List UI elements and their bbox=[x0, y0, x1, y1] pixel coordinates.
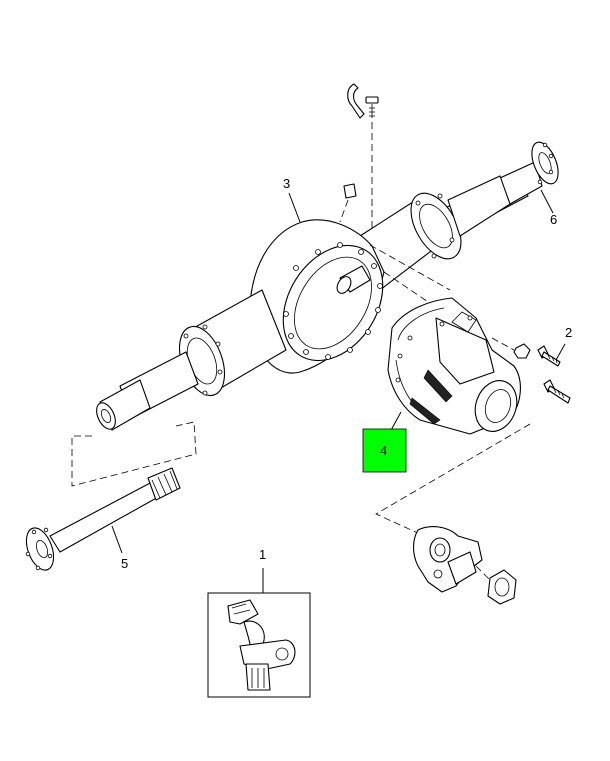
axle-housing bbox=[96, 175, 511, 431]
callout-1[interactable]: 1 bbox=[259, 547, 266, 562]
callout-4[interactable]: 4 bbox=[380, 443, 387, 458]
breather-vent bbox=[347, 83, 379, 245]
callout-3[interactable]: 3 bbox=[283, 176, 290, 191]
left-axle-shaft bbox=[25, 467, 181, 571]
leader-6 bbox=[540, 189, 554, 214]
leader-3 bbox=[288, 192, 301, 223]
leader-5 bbox=[111, 525, 123, 554]
yoke-assembly bbox=[412, 526, 517, 605]
callout-6[interactable]: 6 bbox=[550, 212, 557, 227]
left-shaft-dash-box bbox=[71, 421, 197, 487]
callout-5[interactable]: 5 bbox=[121, 556, 128, 571]
housing-to-carrier-dashline-2 bbox=[369, 244, 451, 291]
carrier-to-yoke-dashline bbox=[375, 423, 531, 535]
fill-plug bbox=[339, 183, 357, 223]
carrier-fasteners bbox=[491, 337, 571, 404]
differential-carrier bbox=[387, 297, 521, 435]
leader-2 bbox=[555, 343, 566, 361]
speed-sensor-detail bbox=[207, 592, 311, 698]
highlight-box[interactable] bbox=[362, 428, 407, 473]
callout-2[interactable]: 2 bbox=[565, 325, 572, 340]
